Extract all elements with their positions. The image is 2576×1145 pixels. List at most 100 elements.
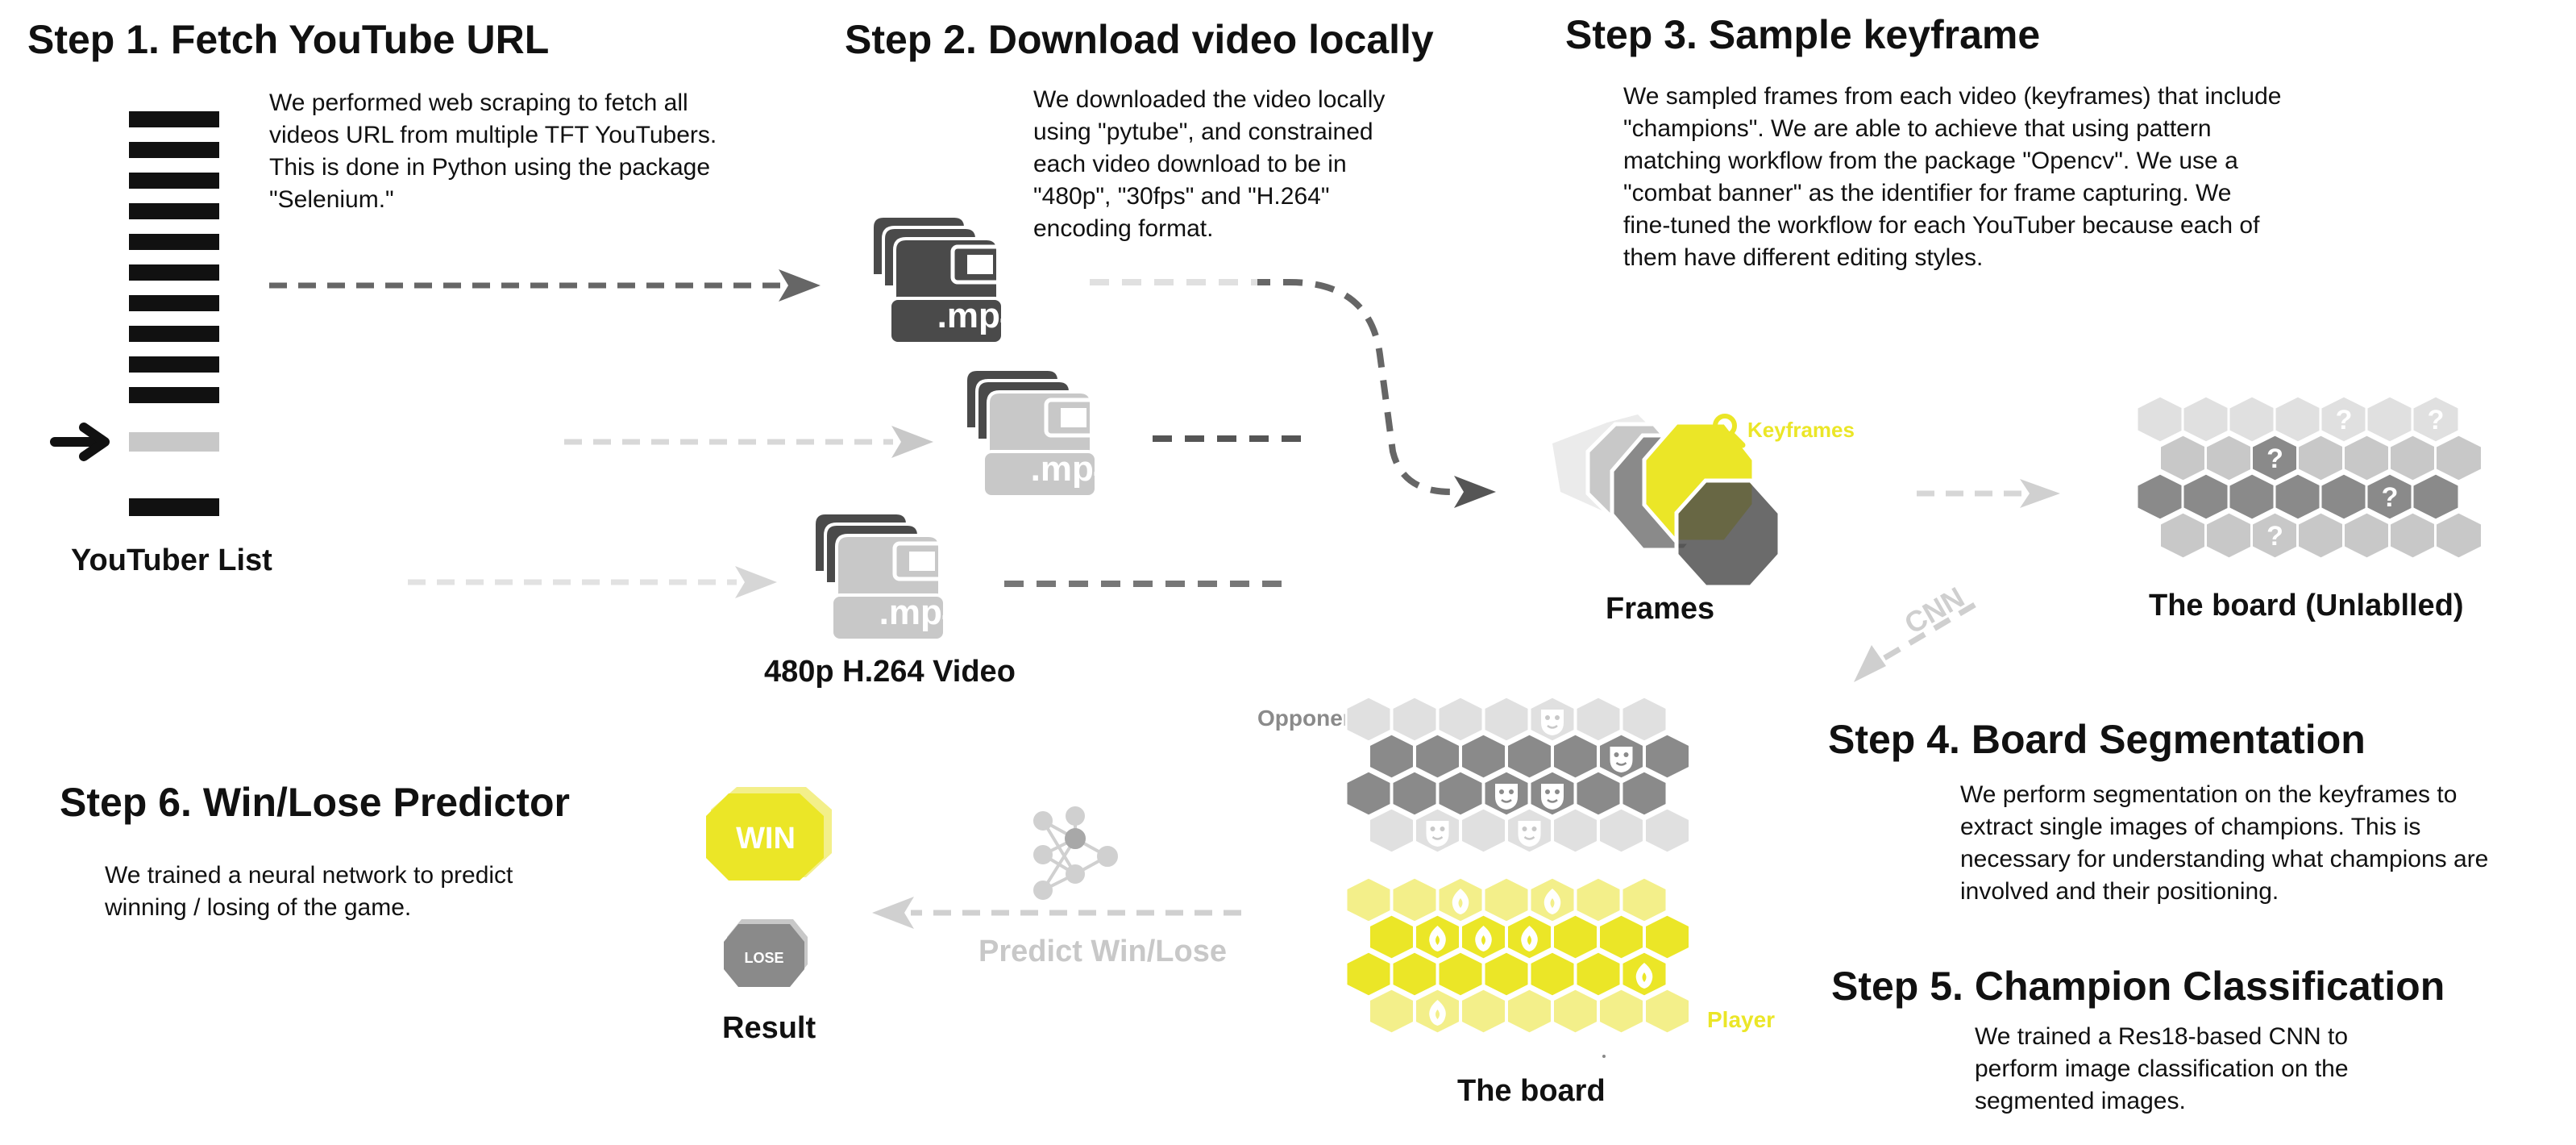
unknown-champion-marker: ? [2266, 443, 2283, 474]
step3-desc-line: "combat banner" as the identifier for fr… [1623, 180, 2232, 206]
magnifier-icon [1713, 414, 1746, 448]
video-label: 480p H.264 Video [764, 655, 1016, 689]
board-hex-cell [2319, 472, 2369, 522]
champion-face-icon [1518, 821, 1541, 847]
step1-desc-line: videos URL from multiple TFT YouTubers. [269, 122, 717, 148]
step2-desc-line: encoding format. [1033, 215, 1214, 242]
board-hex-cell [2158, 433, 2208, 483]
cnn-label: CNN [1899, 581, 1970, 641]
arrow-url-to-video-2 [564, 426, 933, 458]
board-hex-cell [2388, 510, 2437, 560]
opponent-hex-cell [1368, 732, 1415, 781]
player-hex-cell [1414, 913, 1461, 961]
player-hex-cell [1620, 876, 1668, 924]
step2-desc-line: using "pytube", and constrained [1033, 119, 1373, 145]
step1-description: We performed web scraping to fetch all v… [269, 87, 717, 216]
player-hex-cell [1528, 876, 1577, 924]
opponent-hex-cell [1460, 732, 1507, 781]
predict-label: Predict Win/Lose [978, 935, 1227, 968]
opponent-hex-cell [1390, 695, 1439, 743]
board-dot [1602, 1055, 1606, 1058]
player-hex-cell [1552, 913, 1599, 961]
step1-desc-line: We performed web scraping to fetch all [269, 90, 688, 116]
player-hex-cell [1460, 913, 1507, 961]
board-hex-cell [2135, 472, 2185, 522]
opponent-hex-cell [1506, 732, 1553, 781]
player-hex-cell [1368, 913, 1415, 961]
arrow-frames-to-board [1917, 479, 2060, 508]
champion-face-icon [1541, 710, 1564, 735]
board-unlabeled: ????? [2135, 394, 2483, 560]
opponent-hex-cell [1643, 806, 1691, 855]
player-hex-cell [1598, 987, 1645, 1035]
pointer-arrow-icon [50, 423, 110, 461]
step5-desc-line: segmented images. [1975, 1088, 2186, 1114]
step3-desc-line: fine-tuned the workflow for each YouTube… [1623, 212, 2260, 239]
board-hex-cell [2411, 472, 2461, 522]
youtuber-list-label: YouTuber List [71, 543, 272, 577]
opponent-hex-cell [1552, 732, 1599, 781]
lose-text: LOSE [744, 950, 783, 966]
opponent-hex-cell [1620, 769, 1668, 818]
opponent-hex-cell [1390, 769, 1439, 818]
video-ext-text: .mp4 [879, 593, 962, 632]
champion-emblem-icon [1544, 889, 1561, 914]
step1-title: Step 1. Fetch YouTube URL [27, 17, 550, 62]
opponent-hex-cell [1460, 806, 1507, 855]
player-hex-cell [1436, 950, 1485, 998]
board-hex-cell [2204, 433, 2254, 483]
board-hex-cell [2434, 433, 2483, 483]
board-hex-cell [2181, 394, 2231, 444]
step2-description: We downloaded the video locally using "p… [1033, 84, 1385, 245]
step5-description: We trained a Res18-based CNN to perform … [1975, 1021, 2349, 1118]
board-hex-cell [2342, 510, 2391, 560]
opponent-hex-cell [1344, 695, 1393, 743]
player-hex-cell [1460, 987, 1507, 1035]
step4-desc-line: involved and their positioning. [1960, 878, 2279, 905]
opponent-hex-cell [1620, 695, 1668, 743]
board-hex-cell [2158, 510, 2208, 560]
arrow-url-to-video-1 [269, 269, 821, 302]
result-label: Result [722, 1011, 816, 1045]
step5-title: Step 5. Champion Classification [1831, 964, 2445, 1009]
step3-desc-line: We sampled frames from each video (keyfr… [1623, 83, 2282, 110]
player-hex-cell [1574, 950, 1622, 998]
board-hex-cell [2296, 433, 2345, 483]
step1-desc-line: This is done in Python using the package [269, 154, 711, 181]
champion-emblem-icon [1635, 963, 1653, 989]
player-hex-cell [1482, 876, 1531, 924]
board-hex-cell [2342, 433, 2391, 483]
player-hex-cell [1506, 913, 1553, 961]
board-hex-cell [2365, 394, 2415, 444]
step1-desc-line: "Selenium." [269, 186, 394, 213]
board-hex-cell [2227, 472, 2277, 522]
step6-desc-line: winning / losing of the game. [105, 894, 412, 921]
player-hex-cell [1414, 987, 1461, 1035]
player-hex-cell [1643, 913, 1691, 961]
arrow-board-to-predictor [872, 897, 1241, 929]
board-hex-cell [2273, 394, 2323, 444]
board-unlabeled-label: The board (Unlablled) [2149, 589, 2464, 622]
opponent-hex-cell [1414, 732, 1461, 781]
board-hex-cell [2296, 510, 2345, 560]
player-hex-cell [1598, 913, 1645, 961]
step2-desc-line: "480p", "30fps" and "H.264" [1033, 183, 1330, 210]
champion-emblem-icon [1475, 926, 1492, 951]
board-hex-cell [2273, 472, 2323, 522]
neural-network-icon [1033, 806, 1118, 900]
unknown-champion-marker: ? [2382, 482, 2399, 513]
win-text: WIN [736, 822, 796, 856]
step4-desc-line: extract single images of champions. This… [1960, 814, 2421, 840]
step6-description: We trained a neural network to predict w… [105, 860, 513, 924]
board-hex-cell [2204, 510, 2254, 560]
step4-description: We perform segmentation on the keyframes… [1960, 779, 2488, 908]
player-hex-cell [1506, 987, 1553, 1035]
player-label: Player [1707, 1007, 1775, 1032]
opponent-hex-cell [1368, 806, 1415, 855]
board-hex-cell [2135, 394, 2185, 444]
video-file-icon [964, 368, 1098, 498]
board-label: The board [1457, 1074, 1606, 1108]
player-hex-cell [1390, 876, 1439, 924]
arrow-cnn [1854, 602, 1976, 682]
champion-emblem-icon [1429, 926, 1446, 951]
